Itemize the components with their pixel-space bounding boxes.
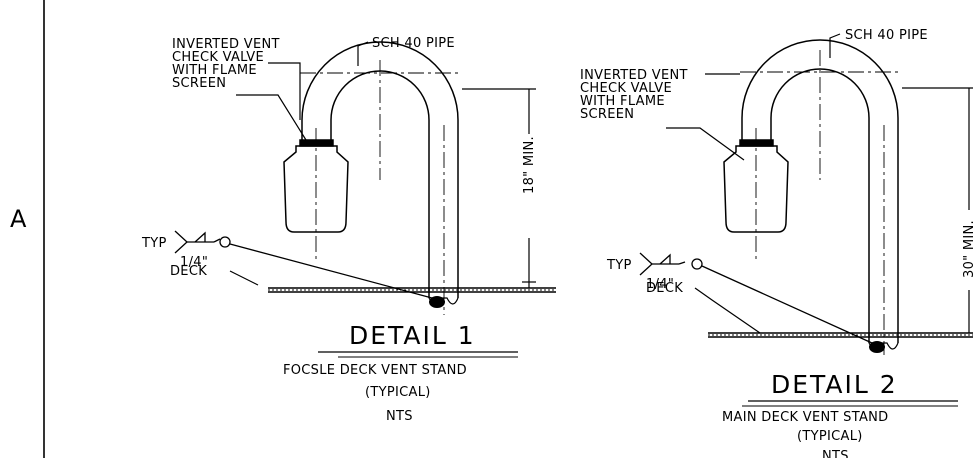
weld-typ-label: TYP <box>141 236 167 251</box>
leader-lines <box>229 41 369 286</box>
deck-label: DECK <box>646 281 683 296</box>
check-valve-body <box>283 139 349 233</box>
gooseneck-pipe <box>740 39 902 355</box>
dimension-label: 30" MIN. <box>962 220 973 278</box>
valve-callout-line-1: INVERTED VENT <box>580 68 688 83</box>
deck-plate <box>708 332 973 338</box>
weld-symbol <box>639 252 873 344</box>
valve-callout-line-2: CHECK VALVE <box>580 81 672 96</box>
valve-callout-line-4: SCREEN <box>172 76 226 91</box>
detail-title: DETAIL 1 <box>349 321 476 350</box>
weld-typ-label: TYP <box>606 258 632 273</box>
check-valve-body <box>723 139 789 233</box>
dimension-label: 18" MIN. <box>522 136 537 194</box>
detail-note: (TYPICAL) <box>365 385 431 400</box>
valve-callout-line-2: CHECK VALVE <box>172 50 264 65</box>
valve-callout-line-4: SCREEN <box>580 107 634 122</box>
pipe-callout: SCH 40 PIPE <box>845 28 928 43</box>
pipe-callout: SCH 40 PIPE <box>372 36 455 51</box>
deck-label: DECK <box>170 264 207 279</box>
valve-callout-line-1: INVERTED VENT <box>172 37 280 52</box>
detail-scale: NTS <box>386 409 413 424</box>
detail-subtitle: MAIN DECK VENT STAND <box>722 410 888 425</box>
detail-note: (TYPICAL) <box>797 429 863 444</box>
deck-plate <box>268 287 556 293</box>
detail-title: DETAIL 2 <box>771 370 898 399</box>
detail-scale: NTS <box>822 449 849 458</box>
weld-size-label: 1/4" <box>646 277 674 292</box>
detail-subtitle: FOCSLE DECK VENT STAND <box>283 363 467 378</box>
detail-1: INVERTED VENT CHECK VALVE WITH FLAME SCR… <box>141 36 556 424</box>
gooseneck-pipe <box>300 41 462 315</box>
zone-label: A <box>10 205 27 233</box>
weld-bead <box>429 296 445 308</box>
dimension-line <box>462 88 536 288</box>
valve-callout-line-3: WITH FLAME <box>580 94 665 109</box>
detail-2: INVERTED VENT CHECK VALVE WITH FLAME SCR… <box>580 28 973 458</box>
weld-symbol <box>174 230 433 299</box>
weld-size-label: 1/4" <box>180 255 208 270</box>
leader-lines <box>666 33 841 334</box>
dimension-line <box>902 87 973 333</box>
valve-callout-line-3: WITH FLAME <box>172 63 257 78</box>
weld-bead <box>869 341 885 353</box>
